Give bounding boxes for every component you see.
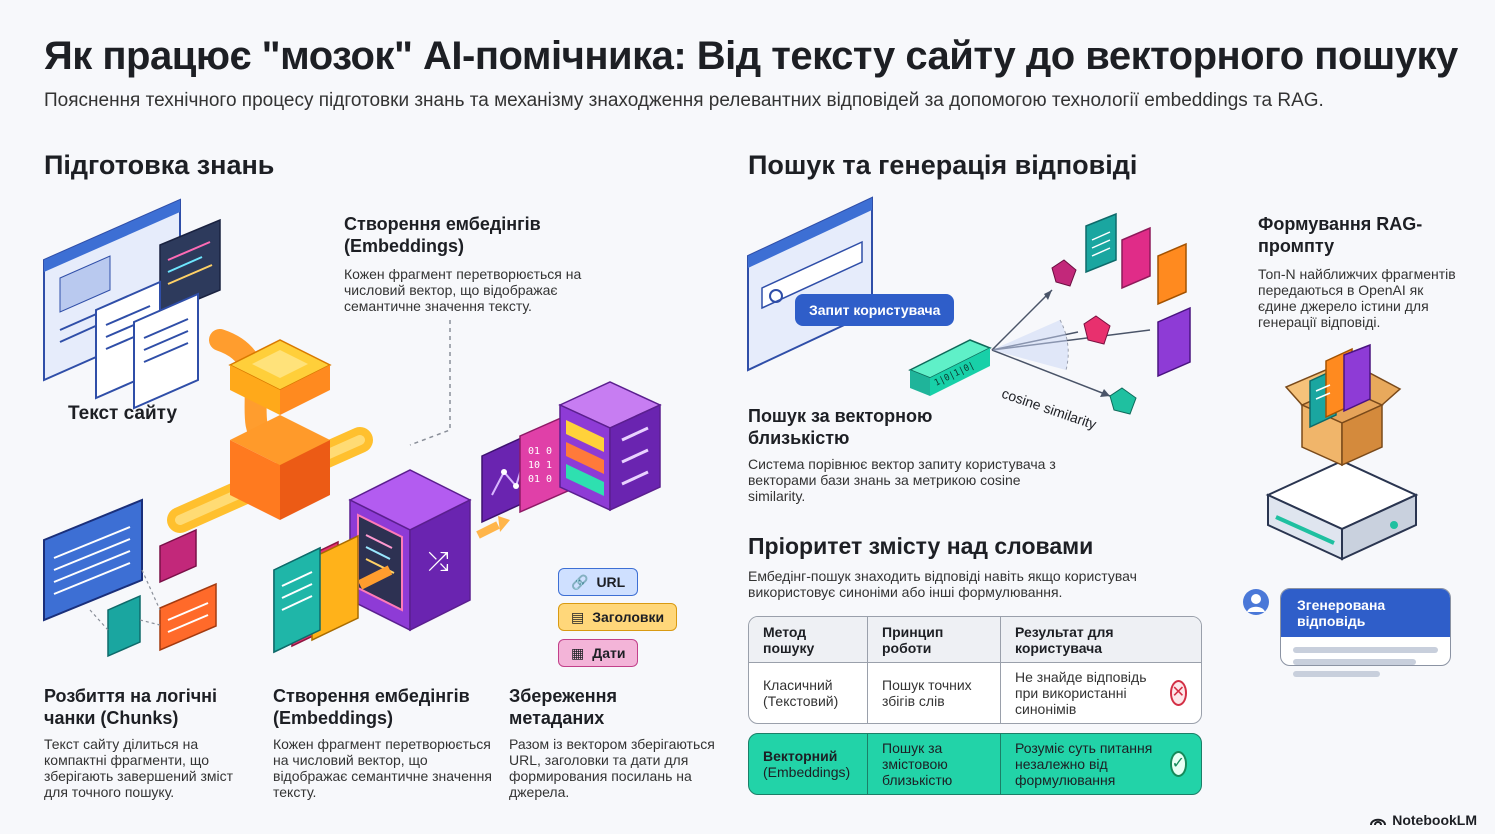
document-stack-icon — [95, 280, 199, 410]
chip-headers: ▤ Заголовки — [558, 603, 678, 631]
chunking-cube-icon — [228, 339, 332, 520]
chip-url: 🔗 URL — [558, 568, 639, 596]
vector-method-bold: Векторний — [763, 748, 838, 764]
rag-box-illustration — [1265, 343, 1419, 561]
vector-row-card: Векторний (Embeddings) Пошук за змістово… — [748, 733, 1202, 795]
user-query-chip: Запит користувача — [795, 294, 955, 326]
vector-method: (Embeddings) — [763, 764, 851, 780]
table-row-classic: Класичний (Текстовий) Пошук точних збігі… — [749, 663, 1201, 723]
embeddings-title: Створення ембедінгів (Embeddings) — [273, 686, 470, 728]
section-heading-knowledge: Підготовка знань — [44, 150, 275, 180]
priority-text: Ембедінг-пошук знаходить відповіді навіт… — [748, 568, 1137, 600]
notebooklm-logo: NotebookLM — [1370, 812, 1477, 828]
col-header-principle: Принцип роботи — [867, 617, 1000, 663]
svg-text:⤮: ⤮ — [428, 547, 449, 577]
table-row-vector: Векторний (Embeddings) Пошук за змістово… — [749, 734, 1201, 794]
document-icon: ▤ — [571, 608, 585, 625]
browser-window-icon — [43, 198, 221, 382]
generated-answer-card: Згенерована відповідь — [1280, 588, 1451, 677]
context-box-icon — [1284, 343, 1402, 467]
vector-principle: Пошук за змістовою близькістю — [867, 734, 1000, 794]
generated-answer-title: Згенерована відповідь — [1281, 589, 1450, 637]
section-heading-search: Пошук та генерація відповіді — [748, 150, 1138, 180]
metadata-text: Разом із вектором зберігаються URL, заго… — [509, 736, 715, 800]
col-header-result: Результат для користувача — [1000, 617, 1201, 663]
classic-method: Класичний (Текстовий) — [763, 677, 839, 709]
svg-text:01 0: 01 0 — [528, 446, 552, 457]
rag-title: Формування RAG-промпту — [1258, 214, 1423, 256]
calendar-icon: ▦ — [571, 644, 585, 661]
cross-icon: ✕ — [1169, 680, 1187, 706]
vector-search-title: Пошук за векторною близькістю — [748, 406, 933, 448]
vector-documents-icon — [273, 534, 359, 654]
link-icon: 🔗 — [571, 573, 589, 590]
vector-result: Розуміє суть питання незалежно від форму… — [1015, 740, 1153, 788]
page-title: Як працює "мозок" AI-помічника: Від текс… — [44, 34, 1458, 78]
assistant-avatar — [1242, 588, 1270, 621]
comparison-table: Метод пошуку Принцип роботи Результат дл… — [748, 616, 1202, 724]
svg-text:10 1: 10 1 — [528, 460, 552, 471]
chunks-text: Текст сайту ділиться на компактні фрагме… — [44, 736, 234, 800]
knowledge-pipeline-illustration: ⤮ 01 0 10 1 01 0 — [43, 198, 662, 658]
metadata-vector-icon: 01 0 10 1 01 0 — [481, 412, 571, 524]
classic-principle: Пошук точних збігів слів — [867, 663, 1000, 723]
notebooklm-logo-icon — [1370, 818, 1387, 826]
rag-text: Топ-N найближчих фрагментів передаються … — [1258, 266, 1456, 330]
vector-search-text: Система порівнює вектор запиту користува… — [748, 456, 1056, 504]
page-subtitle: Пояснення технічного процесу підготовки … — [44, 90, 1324, 111]
embedding-server-icon: ⤮ — [348, 469, 472, 632]
col-header-method: Метод пошуку — [749, 617, 867, 663]
svg-text:01 0: 01 0 — [528, 474, 552, 485]
chunks-title: Розбиття на логічні чанки (Chunks) — [44, 686, 218, 728]
priority-title: Пріоритет змісту над словами — [748, 533, 1094, 559]
openai-server-icon — [1265, 459, 1419, 561]
search-browser-icon — [747, 196, 873, 372]
embeddings-text: Кожен фрагмент перетворюється на числови… — [273, 736, 492, 800]
query-vector-icon: 1|0|1|0| — [908, 339, 992, 396]
top-embed-text: Кожен фрагмент перетворюється на числови… — [344, 266, 582, 314]
classic-result: Не знайде відповідь при використанні син… — [1015, 669, 1147, 717]
site-text-label: Текст сайту — [68, 403, 178, 424]
chip-dates: ▦ Дати — [558, 639, 639, 667]
database-server-icon — [558, 381, 662, 512]
check-icon: ✓ — [1169, 751, 1187, 777]
chunk-fragments-icon — [43, 498, 217, 658]
metadata-title: Збереження метаданих — [509, 686, 617, 728]
top-embed-title: Створення ембедінгів (Embeddings) — [344, 214, 541, 256]
